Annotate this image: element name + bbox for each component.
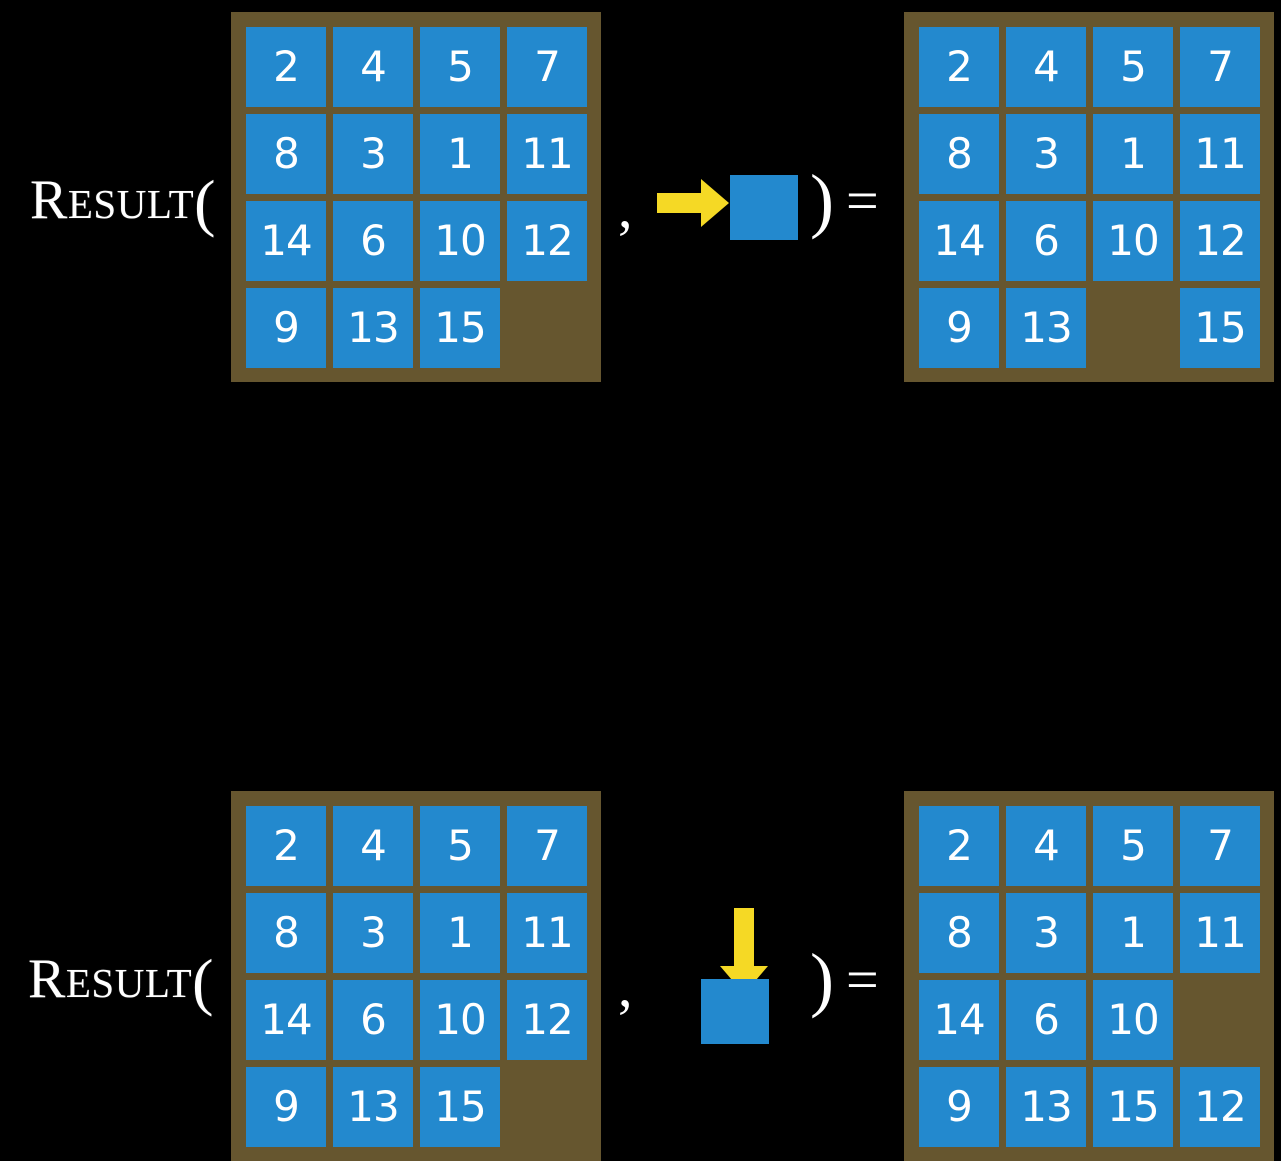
tile[interactable]: 5 <box>1093 806 1173 886</box>
board-inner: 2 4 5 7 8 3 1 11 14 6 10 9 13 15 12 <box>919 806 1260 1147</box>
tile[interactable]: 8 <box>246 114 326 194</box>
result-label-row-2: RESULT( <box>28 950 214 1014</box>
tile[interactable]: 2 <box>919 806 999 886</box>
tile[interactable]: 4 <box>1006 806 1086 886</box>
result-label-row-1: RESULT( <box>30 171 216 235</box>
tile[interactable]: 5 <box>1093 27 1173 107</box>
result-remaining-letters: ESULT <box>67 181 195 227</box>
argument-separator-comma: , <box>618 175 633 240</box>
tile[interactable]: 9 <box>246 288 326 368</box>
blank-tile[interactable] <box>1093 288 1173 368</box>
tile[interactable]: 12 <box>507 980 587 1060</box>
tile[interactable]: 8 <box>919 114 999 194</box>
tile[interactable]: 2 <box>246 806 326 886</box>
tile[interactable]: 1 <box>1093 893 1173 973</box>
tile[interactable]: 13 <box>333 288 413 368</box>
equals-sign: = <box>846 168 879 233</box>
blank-tile[interactable] <box>507 288 587 368</box>
tile[interactable]: 10 <box>420 201 500 281</box>
tile[interactable]: 12 <box>1180 1067 1260 1147</box>
tile[interactable]: 15 <box>1093 1067 1173 1147</box>
arrow-shaft <box>734 908 754 970</box>
tile[interactable]: 7 <box>1180 27 1260 107</box>
equation-row-2: RESULT( 2 4 5 7 8 3 1 11 14 6 10 12 9 13… <box>0 390 1281 1161</box>
tile[interactable]: 14 <box>919 980 999 1060</box>
close-paren: ) <box>810 160 834 240</box>
tile[interactable]: 10 <box>1093 980 1173 1060</box>
result-initial-letter: R <box>28 948 66 1010</box>
tile[interactable]: 1 <box>420 893 500 973</box>
equation-row-1: RESULT( 2 4 5 7 8 3 1 11 14 6 10 12 9 13… <box>0 0 1281 390</box>
tile[interactable]: 8 <box>919 893 999 973</box>
tile[interactable]: 15 <box>1180 288 1260 368</box>
input-board-row-1: 2 4 5 7 8 3 1 11 14 6 10 12 9 13 15 <box>231 12 601 382</box>
tile[interactable]: 7 <box>507 806 587 886</box>
tile[interactable]: 3 <box>1006 114 1086 194</box>
move-action-row-2[interactable] <box>700 900 780 1050</box>
tile[interactable]: 5 <box>420 806 500 886</box>
board-inner: 2 4 5 7 8 3 1 11 14 6 10 12 9 13 15 <box>919 27 1260 368</box>
open-paren: ( <box>194 167 216 238</box>
action-tile <box>701 979 769 1044</box>
tile[interactable]: 12 <box>1180 201 1260 281</box>
tile[interactable]: 11 <box>507 893 587 973</box>
tile[interactable]: 8 <box>246 893 326 973</box>
action-tile <box>730 175 798 240</box>
tile[interactable]: 11 <box>507 114 587 194</box>
argument-separator-comma: , <box>618 954 633 1019</box>
tile[interactable]: 15 <box>420 1067 500 1147</box>
tile[interactable]: 14 <box>246 201 326 281</box>
tile[interactable]: 7 <box>1180 806 1260 886</box>
tile[interactable]: 14 <box>919 201 999 281</box>
equals-sign: = <box>846 947 879 1012</box>
output-board-row-1: 2 4 5 7 8 3 1 11 14 6 10 12 9 13 15 <box>904 12 1274 382</box>
arrow-right-icon <box>657 179 733 227</box>
tile[interactable]: 3 <box>1006 893 1086 973</box>
tile[interactable]: 10 <box>420 980 500 1060</box>
tile[interactable]: 2 <box>919 27 999 107</box>
blank-tile[interactable] <box>1180 980 1260 1060</box>
tile[interactable]: 1 <box>1093 114 1173 194</box>
result-initial-letter: R <box>30 169 68 231</box>
blank-tile[interactable] <box>507 1067 587 1147</box>
close-paren: ) <box>810 939 834 1019</box>
output-board-row-2: 2 4 5 7 8 3 1 11 14 6 10 9 13 15 12 <box>904 791 1274 1161</box>
tile[interactable]: 4 <box>333 806 413 886</box>
input-board-row-2: 2 4 5 7 8 3 1 11 14 6 10 12 9 13 15 <box>231 791 601 1161</box>
tile[interactable]: 11 <box>1180 114 1260 194</box>
arrow-head <box>701 179 729 227</box>
tile[interactable]: 3 <box>333 893 413 973</box>
tile[interactable]: 6 <box>1006 980 1086 1060</box>
tile[interactable]: 13 <box>333 1067 413 1147</box>
tile[interactable]: 9 <box>246 1067 326 1147</box>
tile[interactable]: 5 <box>420 27 500 107</box>
tile[interactable]: 4 <box>1006 27 1086 107</box>
tile[interactable]: 6 <box>333 980 413 1060</box>
arrow-shaft <box>657 193 705 213</box>
result-remaining-letters: ESULT <box>65 960 193 1006</box>
tile[interactable]: 12 <box>507 201 587 281</box>
tile[interactable]: 9 <box>919 1067 999 1147</box>
tile[interactable]: 6 <box>333 201 413 281</box>
tile[interactable]: 11 <box>1180 893 1260 973</box>
tile[interactable]: 1 <box>420 114 500 194</box>
tile[interactable]: 3 <box>333 114 413 194</box>
open-paren: ( <box>192 946 214 1017</box>
tile[interactable]: 10 <box>1093 201 1173 281</box>
tile[interactable]: 14 <box>246 980 326 1060</box>
tile[interactable]: 9 <box>919 288 999 368</box>
tile[interactable]: 7 <box>507 27 587 107</box>
board-inner: 2 4 5 7 8 3 1 11 14 6 10 12 9 13 15 <box>246 27 587 368</box>
board-inner: 2 4 5 7 8 3 1 11 14 6 10 12 9 13 15 <box>246 806 587 1147</box>
tile[interactable]: 2 <box>246 27 326 107</box>
tile[interactable]: 13 <box>1006 288 1086 368</box>
tile[interactable]: 13 <box>1006 1067 1086 1147</box>
tile[interactable]: 4 <box>333 27 413 107</box>
move-action-row-1[interactable] <box>655 170 805 245</box>
tile[interactable]: 15 <box>420 288 500 368</box>
tile[interactable]: 6 <box>1006 201 1086 281</box>
